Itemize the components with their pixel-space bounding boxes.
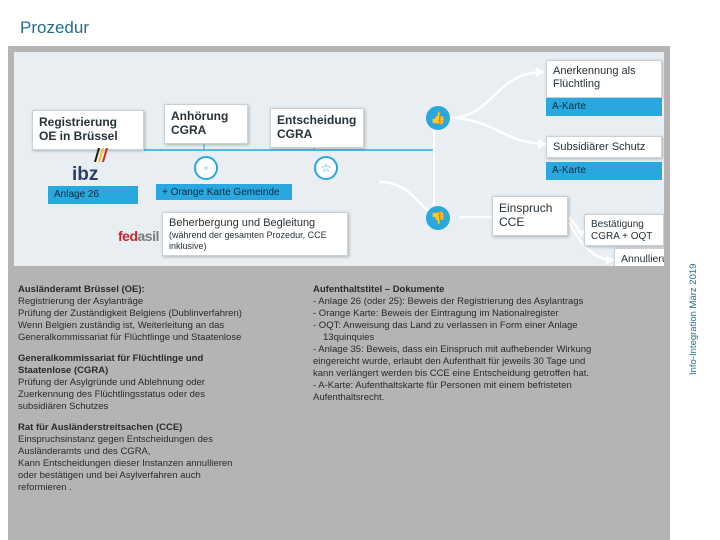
content-panel: Registrierung OE in Brüssel Anhörung CGR…	[8, 46, 670, 540]
fedasil-logo: fedasil	[118, 228, 159, 244]
cce-line: oder bestätigen und bei Asylverfahren au…	[18, 470, 201, 481]
recognition-refugee-box: Anerkennung als Flüchtling	[546, 60, 662, 98]
confirmation-box: Bestätigung CGRA + OQT	[584, 214, 664, 246]
hearing-cgra-box: Anhörung CGRA	[164, 104, 248, 144]
orange-card-tag: + Orange Karte Gemeinde	[156, 184, 292, 200]
accommodation-title: Beherbergung und Begleitung	[169, 217, 316, 229]
cce-line: Kann Entscheidungen dieser Instanzen ann…	[18, 458, 233, 469]
documents-line: - Orange Karte: Beweis der Eintragung im…	[313, 308, 559, 319]
cce-line: Einspruchsinstanz gegen Entscheidungen d…	[18, 434, 213, 445]
appeal-cce-box: Einspruch CCE	[492, 196, 568, 236]
annex-26-tag: Anlage 26	[48, 186, 138, 204]
recognition-a-card: A-Karte	[546, 98, 662, 116]
oe-line: Registrierung der Asylanträge	[18, 296, 144, 307]
cce-line: Ausländeramts und des CGRA,	[18, 446, 151, 457]
ear-icon: ◦	[194, 156, 218, 180]
ibz-flag-icon	[94, 148, 108, 162]
documents-line: - OQT: Anweisung das Land zu verlassen i…	[313, 320, 578, 331]
decision-cgra-box: Entscheidung CGRA	[270, 108, 364, 148]
cce-line: reformieren .	[18, 482, 72, 493]
documents-line: 13quinquies	[323, 332, 375, 343]
oe-line: Wenn Belgien zuständig ist, Weiterleitun…	[18, 320, 225, 331]
flow-connectors	[144, 67, 615, 265]
documents-line: - Anlage 26 (oder 25): Beweis der Regist…	[313, 296, 584, 307]
procedure-diagram: Registrierung OE in Brüssel Anhörung CGR…	[14, 52, 664, 266]
cgra-heading: Staatenlose (CGRA)	[18, 365, 109, 376]
accommodation-box: Beherbergung und Begleitung (während der…	[162, 212, 348, 256]
subsidiary-a-card: A-Karte	[546, 162, 662, 180]
oe-line: Prüfung der Zuständigkeit Belgiens (Dubl…	[18, 308, 242, 319]
fedasil-logo-part-2: asil	[137, 228, 160, 244]
oe-heading: Ausländeramt Brüssel (OE):	[18, 284, 145, 295]
cgra-heading: Generalkommissariat für Flüchtlinge und	[18, 353, 204, 364]
fedasil-logo-part-1: fed	[118, 228, 138, 244]
star-icon: ☆	[314, 156, 338, 180]
annulment-box: Annullierung	[614, 248, 664, 266]
side-strip	[670, 0, 686, 540]
accommodation-note: (während der gesamten Prozedur, CCE inkl…	[169, 230, 327, 251]
cce-heading: Rat für Ausländerstreitsachen (CCE)	[18, 422, 183, 433]
ibz-logo: ibz	[72, 164, 99, 185]
documents-column: Aufenthaltstitel – Dokumente - Anlage 26…	[313, 284, 663, 404]
page-title: Prozedur	[20, 18, 89, 37]
oe-line: Generalkommissariat für Flüchtlinge und …	[18, 332, 242, 343]
documents-line: eingereicht wurde, erlaubt den Aufenthal…	[313, 356, 586, 367]
side-label: Info-Integration März 2019	[688, 263, 699, 375]
thumbs-up-icon: 👍	[426, 106, 450, 130]
thumbs-down-icon: 👎	[426, 206, 450, 230]
documents-line: - Anlage 35: Beweis, dass ein Einspruch …	[313, 344, 592, 355]
documents-line: Aufenthaltsrecht.	[313, 392, 385, 403]
subsidiary-protection-box: Subsidiärer Schutz	[546, 136, 662, 158]
documents-heading: Aufenthaltstitel – Dokumente	[313, 284, 445, 295]
cgra-line: Zuerkennung des Flüchtlingsstatus oder d…	[18, 389, 205, 400]
cgra-line: subsidiären Schutzes	[18, 401, 109, 412]
documents-line: - A-Karte: Aufenthaltskarte für Personen…	[313, 380, 572, 391]
authorities-column: Ausländeramt Brüssel (OE): Registrierung…	[18, 284, 303, 494]
registration-oe-box: Registrierung OE in Brüssel	[32, 110, 144, 150]
documents-line: kann verlängert werden bis CCE eine Ents…	[313, 368, 590, 379]
cgra-line: Prüfung der Asylgründe und Ablehnung ode…	[18, 377, 205, 388]
